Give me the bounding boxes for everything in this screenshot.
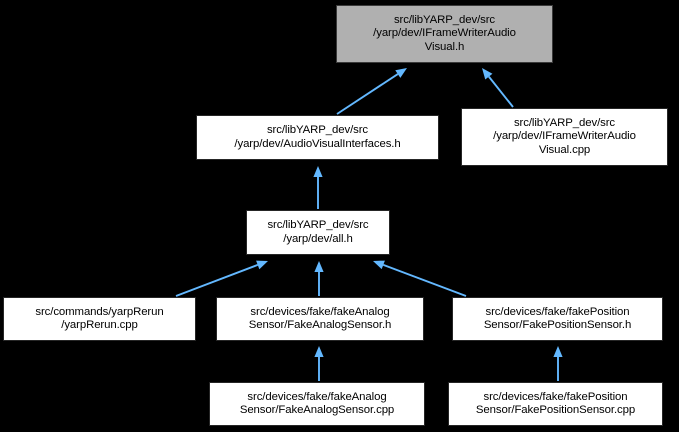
edge-arrowhead-fakeanalogsensor-cpp-to-fakeanalogsensor-h	[314, 346, 324, 357]
edge-arrowhead-yarprerun-cpp-to-all-h	[256, 260, 268, 270]
node-label: src/devices/fake/fakePosition Sensor/Fak…	[475, 390, 636, 416]
edge-arrowhead-fakepositionsensor-cpp-to-fakepositionsensor-h	[553, 346, 563, 357]
node-fakeanalogsensor-h[interactable]: src/devices/fake/fakeAnalog Sensor/FakeA…	[216, 297, 424, 341]
edge-arrowhead-audiovisualinterfaces-h-to-iframewriteraudiovisual-h	[395, 68, 407, 78]
edge-line-yarprerun-cpp-to-all-h	[175, 264, 259, 297]
node-fakepositionsensor-cpp[interactable]: src/devices/fake/fakePosition Sensor/Fak…	[448, 382, 663, 426]
edge-arrowhead-all-h-to-audiovisualinterfaces-h	[313, 166, 323, 177]
node-label: src/commands/yarpRerun /yarpRerun.cpp	[35, 305, 164, 331]
node-yarprerun-cpp[interactable]: src/commands/yarpRerun /yarpRerun.cpp	[3, 297, 196, 341]
node-label: src/libYARP_dev/src /yarp/dev/AudioVisua…	[234, 124, 401, 150]
node-all-h[interactable]: src/libYARP_dev/src /yarp/dev/all.h	[246, 210, 390, 255]
node-label: src/libYARP_dev/src /yarp/dev/IFrameWrit…	[493, 116, 636, 156]
node-label: src/libYARP_dev/src /yarp/dev/all.h	[267, 219, 369, 245]
node-fakepositionsensor-h[interactable]: src/devices/fake/fakePosition Sensor/Fak…	[452, 297, 663, 341]
node-audiovisualinterfaces-h[interactable]: src/libYARP_dev/src /yarp/dev/AudioVisua…	[196, 115, 439, 160]
edge-arrowhead-iframewriteraudiovisual-cpp-to-iframewriteraudiovisual-h	[482, 68, 493, 80]
node-label: src/devices/fake/fakeAnalog Sensor/FakeA…	[239, 390, 395, 416]
edge-line-iframewriteraudiovisual-cpp-to-iframewriteraudiovisual-h	[488, 76, 514, 108]
edge-arrowhead-fakeanalogsensor-h-to-all-h	[314, 261, 324, 272]
node-fakeanalogsensor-cpp[interactable]: src/devices/fake/fakeAnalog Sensor/FakeA…	[209, 382, 425, 426]
edge-line-fakepositionsensor-h-to-all-h	[382, 263, 467, 297]
edge-arrowhead-fakepositionsensor-h-to-all-h	[373, 260, 385, 270]
node-label: src/devices/fake/fakeAnalog Sensor/FakeA…	[248, 305, 392, 331]
node-label: src/libYARP_dev/src /yarp/dev/IFrameWrit…	[373, 13, 516, 53]
node-iframewriteraudiovisual-h[interactable]: src/libYARP_dev/src /yarp/dev/IFrameWrit…	[336, 5, 553, 63]
edge-line-audiovisualinterfaces-h-to-iframewriteraudiovisual-h	[336, 73, 399, 115]
node-label: src/devices/fake/fakePosition Sensor/Fak…	[483, 305, 632, 331]
node-iframewriteraudiovisual-cpp[interactable]: src/libYARP_dev/src /yarp/dev/IFrameWrit…	[461, 108, 668, 166]
